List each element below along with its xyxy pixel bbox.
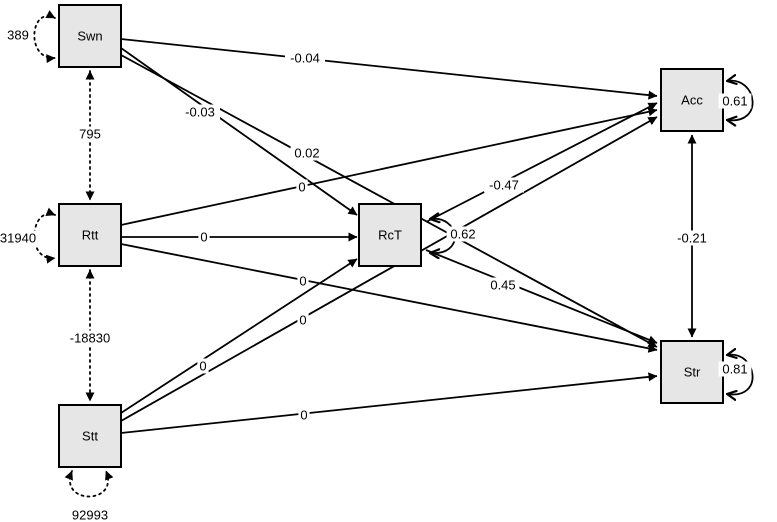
variance-label-swn-text: 389 [7, 28, 29, 43]
path-label-swn-str-bg [290, 145, 324, 161]
node-acc: Acc [660, 68, 724, 132]
node-label: Acc [681, 93, 703, 108]
node-stt: Stt [58, 404, 122, 468]
path-label-rtt-rct: 0 [198, 229, 210, 245]
path-stt-str [120, 372, 658, 434]
path-label-rtt-acc-bg [296, 179, 308, 195]
variance-label-rct-text: 0.62 [450, 227, 475, 242]
path-rct-acc [425, 102, 658, 223]
variance-loop-acc [727, 81, 754, 121]
variance-loop-str [727, 355, 754, 395]
variance-label-rct-bg [446, 226, 480, 242]
variance-label-stt: 92993 [70, 507, 110, 522]
labels-layer: -0.04 -0.03 0.02 0 0 0 0 0 0 -0.47 0.45 795 -18830 -0… [0, 27, 752, 522]
variance-label-str: 0.81 [718, 361, 752, 377]
covariance-label-rtt-stt: -18830 [66, 330, 114, 346]
path-label-swn-rct-text: -0.03 [185, 105, 215, 120]
path-label-swn-acc-bg [285, 50, 325, 66]
path-label-stt-str-bg [298, 407, 310, 423]
path-label-rtt-rct-bg [198, 229, 210, 245]
variance-loop-swn [33, 10, 56, 64]
variance-label-stt-bg [70, 507, 110, 522]
node-label: Str [684, 365, 701, 380]
node-box [58, 4, 122, 68]
variance-label-str-bg [718, 361, 752, 377]
path-rtt-str [120, 243, 658, 353]
path-swn-acc [120, 38, 658, 100]
variance-loop-rtt [33, 207, 56, 264]
covariance-label-rtt-stt-text: -18830 [70, 331, 110, 346]
covariance-label-swn-rtt: 795 [77, 126, 103, 142]
path-label-rtt-str-text: 0 [299, 274, 306, 289]
variance-label-stt-text: 92993 [72, 508, 108, 522]
path-label-rtt-str: 0 [297, 273, 309, 289]
variance-label-swn-bg [5, 27, 31, 43]
node-box [660, 68, 724, 132]
path-label-stt-rct-text: 0 [199, 359, 206, 374]
variance-label-rtt: 31940 [0, 230, 38, 246]
path-rct-str [425, 249, 658, 344]
covariance-label-acc-str-bg [672, 230, 712, 246]
path-label-rct-acc-text: -0.47 [489, 178, 519, 193]
path-label-stt-rct-bg [197, 358, 209, 374]
path-label-stt-acc-bg [297, 312, 309, 328]
node-box [660, 340, 724, 404]
node-rct: RcT [358, 203, 422, 267]
path-label-stt-acc-text: 0 [299, 313, 306, 328]
path-label-stt-str: 0 [298, 407, 310, 423]
variance-label-acc-bg [718, 93, 752, 109]
node-str: Str [660, 340, 724, 404]
variance-label-acc: 0.61 [718, 93, 752, 109]
path-label-rtt-acc-text: 0 [298, 180, 305, 195]
path-swn-rct [120, 47, 358, 216]
node-rtt: Rtt [58, 203, 122, 267]
variance-label-rtt-text: 31940 [0, 231, 36, 246]
path-label-rct-str: 0.45 [486, 277, 520, 293]
path-label-rtt-str-bg [297, 273, 309, 289]
node-label: RcT [378, 228, 402, 243]
path-label-rtt-acc: 0 [296, 179, 308, 195]
path-label-swn-rct: -0.03 [180, 104, 220, 120]
path-label-rct-acc-bg [484, 177, 524, 193]
covariance-label-acc-str: -0.21 [672, 230, 712, 246]
node-box [358, 203, 422, 267]
variance-loop-stt [64, 470, 114, 498]
path-label-stt-str-text: 0 [300, 408, 307, 423]
covariance-label-swn-rtt-bg [77, 126, 103, 142]
node-swn: Swn [58, 4, 122, 68]
path-label-stt-rct: 0 [197, 358, 209, 374]
node-label: Rtt [82, 228, 99, 243]
variance-label-acc-text: 0.61 [722, 94, 747, 109]
node-label: Stt [82, 429, 98, 444]
node-box [58, 203, 122, 267]
covariance-label-acc-str-text: -0.21 [677, 231, 707, 246]
variance-label-swn: 389 [5, 27, 31, 43]
path-label-rct-acc: -0.47 [484, 177, 524, 193]
node-box [58, 404, 122, 468]
variance-label-rtt-bg [0, 230, 38, 246]
path-swn-str [120, 54, 658, 348]
path-label-rct-str-bg [486, 277, 520, 293]
path-stt-rct [120, 258, 358, 414]
covariance-label-swn-rtt-text: 795 [79, 127, 101, 142]
path-label-stt-acc: 0 [297, 312, 309, 328]
variance-label-rct: 0.62 [446, 226, 480, 242]
path-label-swn-str: 0.02 [290, 145, 324, 161]
variance-label-str-text: 0.81 [722, 362, 747, 377]
path-label-swn-acc: -0.04 [285, 50, 325, 66]
path-label-rtt-rct-text: 0 [200, 230, 207, 245]
path-stt-acc [120, 116, 658, 422]
path-label-swn-acc-text: -0.04 [290, 51, 320, 66]
path-rtt-acc [120, 107, 658, 226]
path-label-swn-str-text: 0.02 [294, 146, 319, 161]
covariance-label-rtt-stt-bg [66, 330, 114, 346]
path-label-rct-str-text: 0.45 [490, 278, 515, 293]
node-label: Swn [77, 29, 102, 44]
path-label-swn-rct-bg [180, 104, 220, 120]
